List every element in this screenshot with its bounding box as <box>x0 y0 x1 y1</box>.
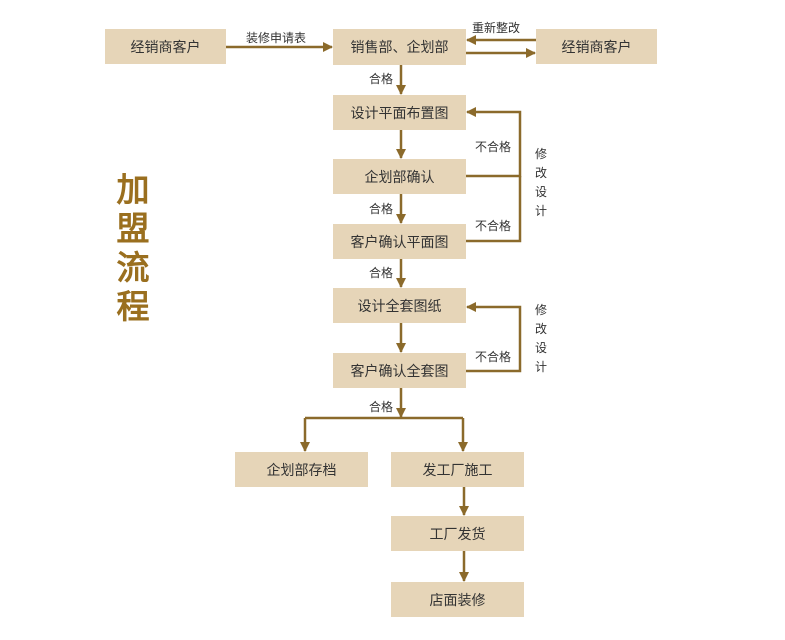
loop-modify-design-2 <box>466 302 522 373</box>
loop-fail-floorplan <box>466 176 522 243</box>
loop-modify-design-1 <box>466 107 522 178</box>
label-modify-design-2: 修改设计 <box>534 303 547 374</box>
label-pass-2: 合格 <box>369 202 394 216</box>
page-title: 加盟流程 <box>116 170 150 326</box>
node-planning-confirm: 企划部确认 <box>333 159 466 194</box>
label-rectify: 重新整改 <box>472 21 521 35</box>
label-pass-1: 合格 <box>369 72 394 86</box>
label-fail-1: 不合格 <box>475 140 512 154</box>
label-modify-design-1: 修改设计 <box>534 147 547 218</box>
label-application-form: 装修申请表 <box>246 31 307 45</box>
node-customer-confirm-full-set: 客户确认全套图 <box>333 353 466 388</box>
label-pass-3: 合格 <box>369 266 394 280</box>
node-sales-planning: 销售部、企划部 <box>333 29 466 65</box>
node-dealer-right: 经销商客户 <box>536 29 657 64</box>
node-design-full-set: 设计全套图纸 <box>333 288 466 323</box>
node-store-decoration: 店面装修 <box>391 582 524 617</box>
node-factory-shipping: 工厂发货 <box>391 516 524 551</box>
label-fail-3: 不合格 <box>475 350 512 364</box>
node-factory-construction: 发工厂施工 <box>391 452 524 487</box>
node-customer-confirm-floorplan: 客户确认平面图 <box>333 224 466 259</box>
label-fail-2: 不合格 <box>475 219 512 233</box>
node-planning-archive: 企划部存档 <box>235 452 368 487</box>
label-pass-4: 合格 <box>369 400 394 414</box>
node-dealer-left: 经销商客户 <box>105 29 226 64</box>
node-design-floorplan: 设计平面布置图 <box>333 95 466 130</box>
